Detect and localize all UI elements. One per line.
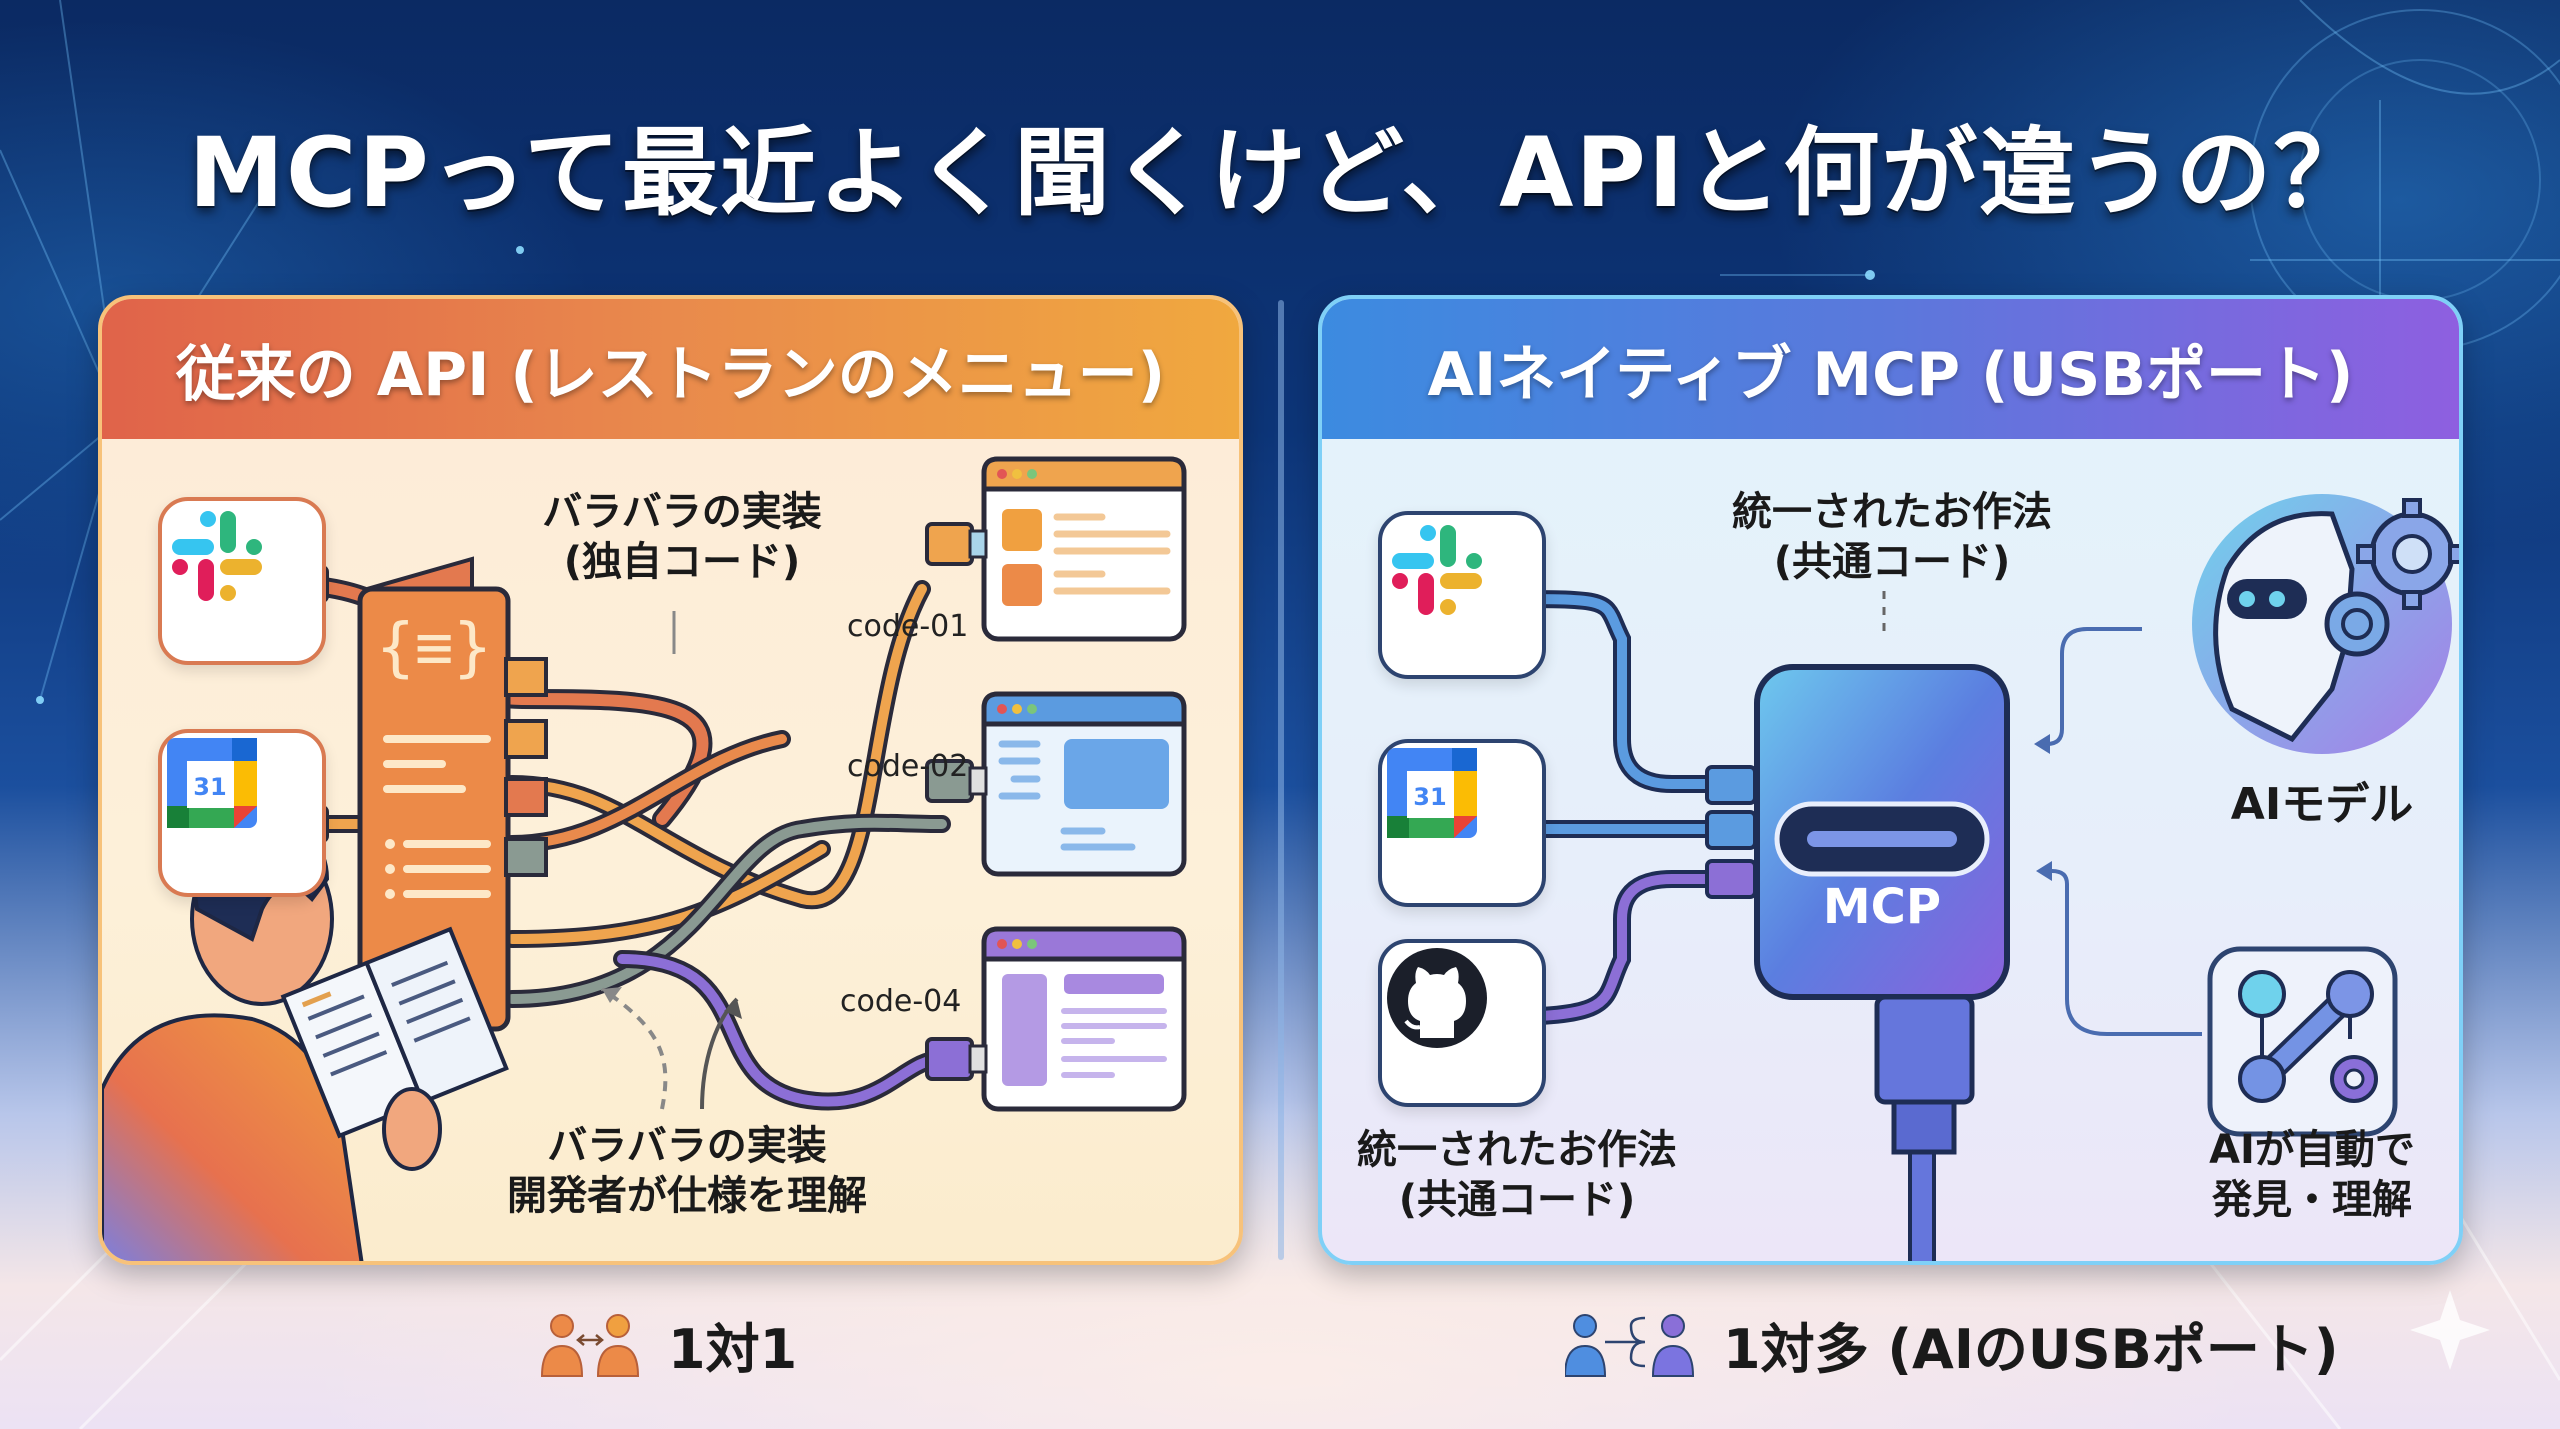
top-label-common-code: 統一されたお作法 (共通コード) xyxy=(1682,487,2102,587)
one-to-many-icon xyxy=(1565,1313,1695,1377)
google-calendar-tile[interactable]: 31 xyxy=(158,729,326,897)
auto-discovery-icon xyxy=(2207,946,2398,1137)
mcp-hub-label: MCP xyxy=(1822,879,1942,935)
panel-divider xyxy=(1278,300,1284,1260)
slack-tile[interactable] xyxy=(158,497,326,665)
browser-window-blue-icon xyxy=(925,691,1187,877)
ai-robot-icon xyxy=(2192,494,2459,754)
footer-one-to-one-label: 1対1 xyxy=(668,1318,798,1381)
bottom-label-line-1: バラバラの実装 xyxy=(547,1123,827,1169)
footer-one-to-one: 1対1 xyxy=(540,1305,797,1384)
slack-tile[interactable] xyxy=(1378,511,1546,679)
svg-text:31: 31 xyxy=(1413,783,1446,811)
google-calendar-icon: 31 xyxy=(167,738,257,828)
browser-window-purple-icon xyxy=(925,926,1187,1112)
top-label-line-2: (独自コード) xyxy=(563,539,801,585)
sparkle-icon xyxy=(2410,1290,2490,1370)
top-label-line-2: (共通コード) xyxy=(1773,539,2011,585)
auto-label-line-2: 発見・理解 xyxy=(2212,1177,2412,1223)
bottom-label-line-2: 開発者が仕様を理解 xyxy=(507,1173,867,1219)
mcp-diagram: 31 統一されたお作法 (共通コード) MCP AIモデル 統一されたお作法 (… xyxy=(1322,439,2459,1261)
bottom-left-label-common-code: 統一されたお作法 (共通コード) xyxy=(1352,1125,1682,1225)
traditional-api-header: 従来の API (レストランのメニュー) xyxy=(102,299,1239,439)
svg-text:31: 31 xyxy=(193,773,226,801)
bottom-left-label-line-1: 統一されたお作法 xyxy=(1357,1127,1677,1173)
mcp-hub xyxy=(1754,664,2010,1155)
ai-model-arrow xyxy=(2046,627,2142,746)
top-label-line-1: 統一されたお作法 xyxy=(1732,489,2052,535)
auto-discovery-label: AIが自動で 発見・理解 xyxy=(2192,1125,2432,1225)
code-label-01: code-01 xyxy=(847,609,969,644)
mcp-panel: AIネイティブ MCP (USBポート) xyxy=(1318,295,2463,1265)
top-label-line-1: バラバラの実装 xyxy=(542,489,822,535)
slack-icon xyxy=(1392,525,1482,615)
footer-one-to-many-label: 1対多 (AIのUSBポート) xyxy=(1723,1318,2339,1381)
svg-text:{≡}: {≡} xyxy=(376,611,492,685)
traditional-api-panel: 従来の API (レストランのメニュー) xyxy=(98,295,1243,1265)
browser-window-orange-icon xyxy=(925,456,1187,642)
auto-discovery-arrow xyxy=(2051,869,2202,1036)
code-label-04: code-04 xyxy=(840,984,962,1019)
auto-label-line-1: AIが自動で xyxy=(2209,1127,2415,1173)
github-tile[interactable] xyxy=(1378,939,1546,1107)
github-icon xyxy=(1387,948,1487,1048)
slack-icon xyxy=(172,511,262,601)
one-to-one-icon xyxy=(540,1313,640,1377)
page-title: MCPって最近よく聞くけど、APIと何が違うの？ xyxy=(188,117,2372,229)
menu-document-icon: {≡} xyxy=(357,556,548,1032)
top-label-custom-code: バラバラの実装 (独自コード) xyxy=(522,487,842,587)
google-calendar-tile[interactable]: 31 xyxy=(1378,739,1546,907)
code-label-02: code-02 xyxy=(847,749,969,784)
traditional-api-diagram: {≡} xyxy=(102,439,1239,1261)
footer-one-to-many: 1対多 (AIのUSBポート) xyxy=(1565,1305,2339,1384)
bottom-label-developer: バラバラの実装 開発者が仕様を理解 xyxy=(497,1121,877,1221)
google-calendar-icon: 31 xyxy=(1387,748,1477,838)
bottom-left-label-line-2: (共通コード) xyxy=(1398,1177,1636,1223)
mcp-header: AIネイティブ MCP (USBポート) xyxy=(1322,299,2459,439)
ai-model-label: AIモデル xyxy=(2230,779,2414,830)
dashed-arrow xyxy=(600,987,668,1110)
